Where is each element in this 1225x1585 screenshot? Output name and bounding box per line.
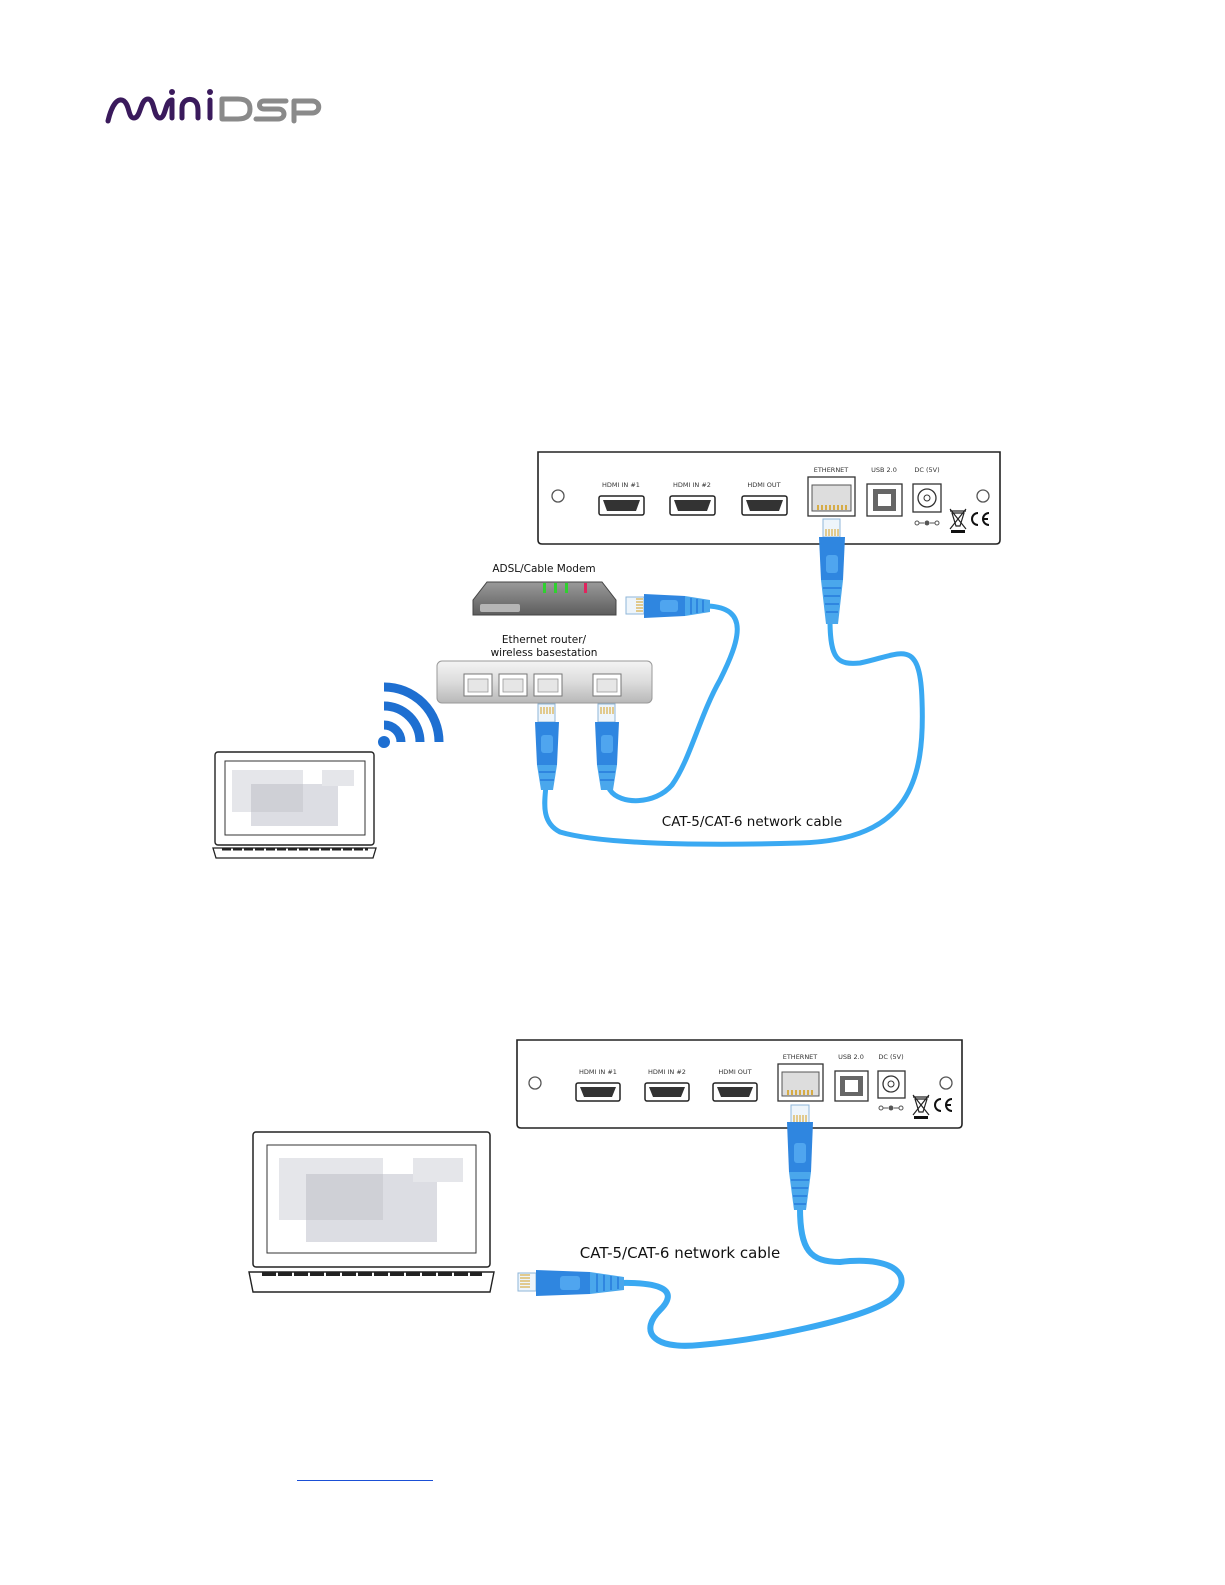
router-lan-port bbox=[464, 674, 492, 696]
usb-port-icon bbox=[867, 484, 902, 516]
ethernet-port-icon bbox=[808, 477, 855, 516]
wifi-icon bbox=[378, 687, 439, 748]
port-label-usb: USB 2.0 bbox=[871, 466, 897, 474]
port-label-hdmi-in-1: HDMI IN #1 bbox=[579, 1068, 617, 1076]
hdmi-port-icon bbox=[645, 1083, 689, 1101]
port-label-usb: USB 2.0 bbox=[838, 1053, 864, 1061]
modem-label: ADSL/Cable Modem bbox=[492, 563, 595, 575]
laptop-wired bbox=[249, 1132, 494, 1292]
footer-link[interactable] bbox=[297, 1466, 433, 1481]
ethernet-router bbox=[437, 661, 652, 703]
port-label-hdmi-in-2: HDMI IN #2 bbox=[673, 481, 711, 489]
port-label-hdmi-out: HDMI OUT bbox=[747, 481, 780, 489]
router-label-line1: Ethernet router/ bbox=[502, 634, 587, 646]
router-label-line2: wireless basestation bbox=[491, 647, 598, 659]
cable-label: CAT-5/CAT-6 network cable bbox=[662, 814, 842, 830]
laptop-wireless bbox=[213, 752, 376, 858]
hdmi-port-icon bbox=[670, 496, 715, 515]
ethernet-port-icon bbox=[778, 1064, 823, 1101]
device-rear-panel: HDMI IN #1 HDMI IN #2 HDMI OUT ETHERNET bbox=[517, 1040, 962, 1128]
port-label-ethernet: ETHERNET bbox=[814, 466, 849, 474]
rj45-plug bbox=[626, 594, 710, 618]
hdmi-port-icon bbox=[599, 496, 644, 515]
port-label-hdmi-out: HDMI OUT bbox=[718, 1068, 751, 1076]
usb-port-icon bbox=[835, 1071, 868, 1101]
hdmi-port-icon bbox=[713, 1083, 757, 1101]
hdmi-port-icon bbox=[576, 1083, 620, 1101]
network-cable bbox=[620, 1208, 902, 1346]
rj45-plug bbox=[595, 704, 619, 790]
port-label-ethernet: ETHERNET bbox=[783, 1053, 818, 1061]
router-lan-port bbox=[534, 674, 562, 696]
cable-label: CAT-5/CAT-6 network cable bbox=[580, 1244, 781, 1262]
hdmi-port-icon bbox=[742, 496, 787, 515]
port-label-hdmi-in-1: HDMI IN #1 bbox=[602, 481, 640, 489]
router-wan-port bbox=[593, 674, 621, 696]
port-label-hdmi-in-2: HDMI IN #2 bbox=[648, 1068, 686, 1076]
rj45-plug bbox=[787, 1105, 813, 1210]
port-label-dc: DC (5V) bbox=[914, 466, 939, 474]
adsl-modem bbox=[473, 582, 616, 615]
router-lan-port bbox=[499, 674, 527, 696]
diagram-router-setup: HDMI IN #1 HDMI IN #2 HDMI OUT ETHERNET bbox=[213, 452, 1000, 858]
rj45-plug bbox=[535, 704, 559, 790]
diagram-direct-connection: HDMI IN #1 HDMI IN #2 HDMI OUT ETHERNET bbox=[249, 1040, 962, 1346]
rj45-plug bbox=[518, 1270, 624, 1296]
minidsp-logo bbox=[108, 89, 319, 121]
device-rear-panel: HDMI IN #1 HDMI IN #2 HDMI OUT ETHERNET bbox=[538, 452, 1000, 544]
port-label-dc: DC (5V) bbox=[878, 1053, 903, 1061]
